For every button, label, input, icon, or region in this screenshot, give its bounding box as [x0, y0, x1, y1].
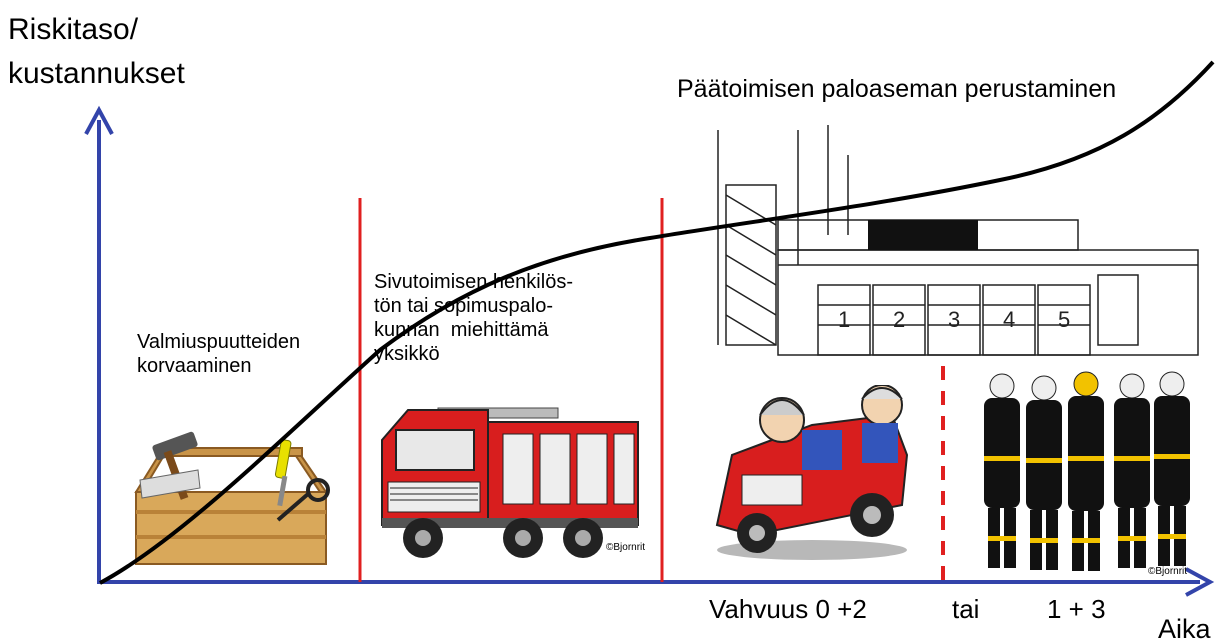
y-axis-title-line-2: kustannukset [8, 57, 185, 90]
y-axis-title-line-1: Riskitaso/ [8, 13, 139, 46]
fire-truck-icon: ©Bjornrit [381, 407, 645, 558]
bay-number-1: 1 [838, 307, 850, 332]
bay-number-2: 2 [893, 307, 905, 332]
x-axis-title: Aika [1158, 614, 1211, 644]
stage-2-line-3: kunnan miehittämä [374, 319, 549, 341]
cartoon-fire-car-icon [715, 385, 909, 560]
firefighter-figure [984, 373, 1020, 568]
firefighter-figure [1068, 371, 1104, 571]
toolbox-icon [134, 431, 330, 565]
stage-2-line-4: yksikkö [374, 343, 440, 365]
crew-label: 1 + 3 [1047, 594, 1106, 624]
strength-label: Vahvuus 0 +2 [709, 594, 867, 624]
y-axis-title: Riskitaso/ kustannukset [8, 8, 185, 96]
stage-2-line-1: Sivutoimisen henkilös- [374, 271, 573, 293]
stage-2-line-2: tön tai sopimuspalo- [374, 295, 553, 317]
firefighter-figure [1154, 371, 1190, 566]
top-stage-label: Päätoimisen paloaseman perustaminen [677, 75, 1117, 103]
firefighter-figure [1114, 373, 1150, 568]
stage-2-label: Sivutoimisen henkilös- tön tai sopimuspa… [374, 270, 573, 366]
bay-number-3: 3 [948, 307, 960, 332]
bay-number-5: 5 [1058, 307, 1070, 332]
fire-station-drawing-icon: 1 2 3 4 5 [717, 125, 1199, 356]
stage-1-line-2: korvaaminen [137, 355, 252, 377]
or-label: tai [952, 594, 980, 624]
firefighters-group-icon: ©Bjornrit [984, 371, 1190, 577]
credit-label-1: ©Bjornrit [606, 542, 645, 553]
stage-1-line-1: Valmiuspuutteiden [137, 331, 301, 353]
stage-1-label: Valmiuspuutteiden korvaaminen [137, 330, 300, 378]
firefighter-figure [1026, 375, 1062, 570]
credit-label-2: ©Bjornrit [1148, 566, 1187, 577]
bay-number-4: 4 [1003, 307, 1015, 332]
